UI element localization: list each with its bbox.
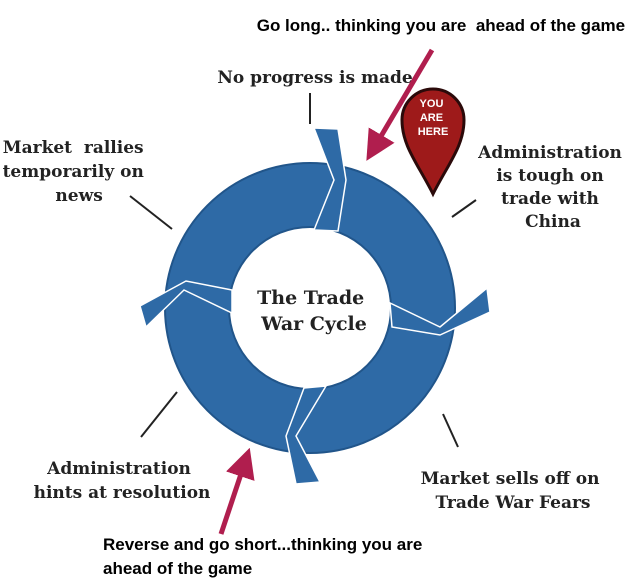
- stage-label-line: Administration: [477, 143, 622, 163]
- stage-label-line: hints at resolution: [34, 483, 211, 503]
- callout-long-label: Go long.. thinking you are ahead of the …: [0, 0, 639, 35]
- connector-bottom-left: [140, 391, 178, 438]
- stage-label-right: Administration is tough on trade with Ch…: [477, 143, 628, 232]
- connector-left: [129, 195, 173, 230]
- stage-label-top: No progress is made: [217, 68, 413, 88]
- callout-line: Reverse and go short...thinking you are: [103, 535, 422, 554]
- pin-label: YOU ARE HERE: [418, 98, 449, 138]
- stage-label-line: is tough on: [496, 166, 603, 186]
- center-title-line: War Cycle: [260, 313, 367, 335]
- callout-arrow-long: [366, 48, 435, 161]
- callout-line: ahead of the game: [103, 559, 252, 578]
- stage-label-bottom-left: Administration hints at resolution: [34, 459, 211, 503]
- connector-right: [451, 199, 477, 218]
- center-title: The Trade War Cycle: [257, 287, 371, 335]
- stage-label-line: China: [525, 212, 581, 232]
- cycle-chevrons: [139, 127, 491, 485]
- stage-label-line: news: [55, 186, 102, 206]
- chevron-top: [312, 127, 347, 232]
- callout-line: Go long.. thinking you are ahead of the …: [257, 16, 625, 35]
- stage-label-line: No progress is made: [217, 68, 413, 88]
- stage-label-line: Administration: [46, 459, 191, 479]
- chevron-bottom: [285, 385, 328, 485]
- stage-label-bottom-right: Market sells off on Trade War Fears: [421, 469, 606, 513]
- stage-label-line: Trade War Fears: [435, 493, 590, 513]
- callout-short-label: Reverse and go short...thinking you are …: [103, 535, 427, 578]
- map-pin-icon: [400, 87, 466, 198]
- connector-bottom-right: [442, 413, 459, 448]
- stage-label-line: trade with: [501, 189, 599, 209]
- stage-label-line: Market rallies: [3, 138, 144, 158]
- chevron-left: [139, 280, 233, 329]
- you-are-here-pin: YOU ARE HERE: [400, 87, 466, 198]
- cycle-ring-body: [165, 163, 455, 453]
- callout-arrow-short: [218, 447, 255, 535]
- stage-label-left: Market rallies temporarily on news: [0, 0, 173, 206]
- stage-label-line: Market sells off on: [421, 469, 600, 489]
- pin-label-line: ARE: [420, 112, 443, 124]
- chevron-right: [389, 286, 491, 336]
- pin-label-line: HERE: [418, 126, 449, 138]
- connector-lines: [129, 93, 477, 448]
- stage-label-line: temporarily on: [3, 162, 144, 182]
- center-title-line: The Trade: [257, 287, 364, 309]
- pin-label-line: YOU: [420, 98, 444, 110]
